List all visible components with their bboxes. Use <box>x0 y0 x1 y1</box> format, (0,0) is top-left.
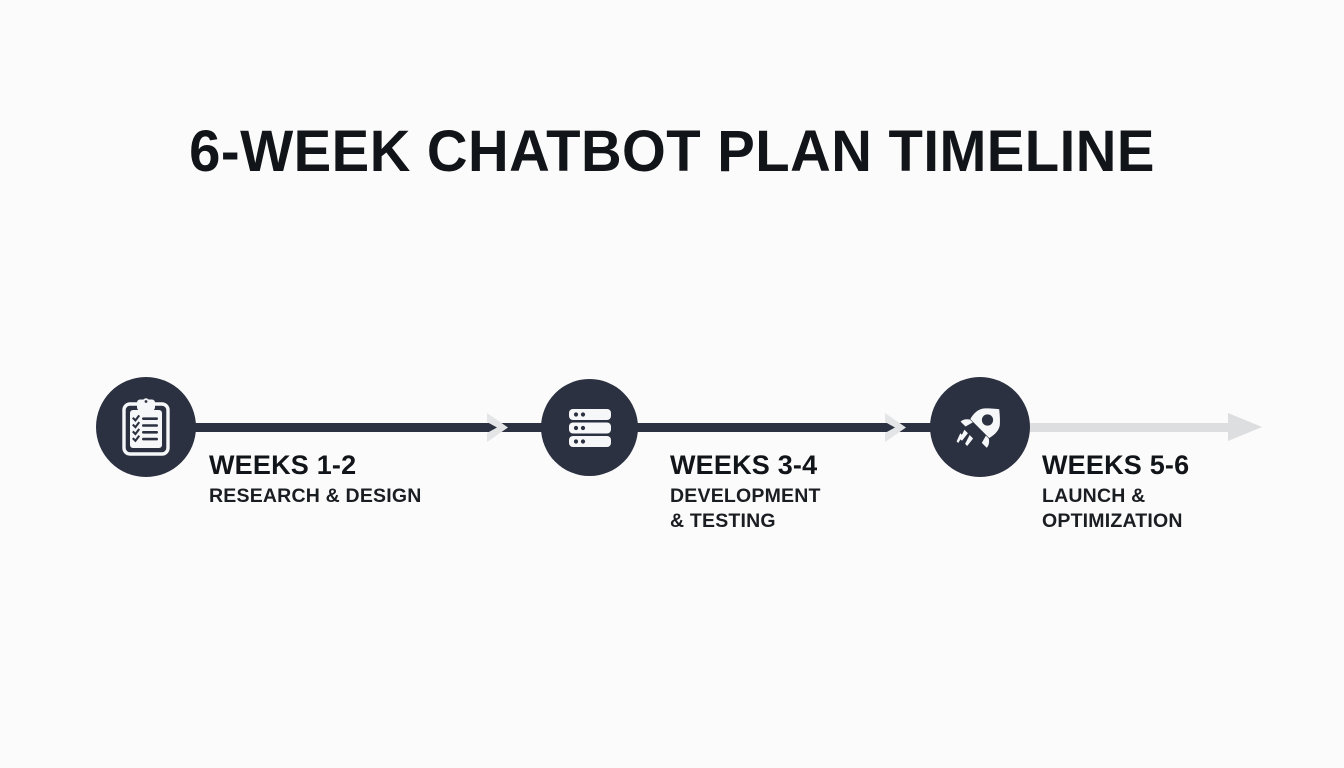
server-stack-icon <box>568 408 611 447</box>
milestone-subtitle: LAUNCH & OPTIMIZATION <box>1042 485 1183 532</box>
milestone-node-weeks-3-4[interactable] <box>541 379 638 476</box>
connector-chevron-2 <box>885 413 906 442</box>
milestone-label-weeks-5-6: WEEKS 5-6 LAUNCH & OPTIMIZATION <box>1042 450 1189 534</box>
milestone-heading: WEEKS 1-2 <box>209 450 357 480</box>
connector-segment-2 <box>630 423 982 432</box>
rocket-icon <box>956 408 1000 448</box>
milestone-subtitle: RESEARCH & DESIGN <box>209 485 422 507</box>
connector-chevron-1 <box>487 413 508 442</box>
connector-arrowhead-end <box>1228 413 1262 441</box>
milestone-heading: WEEKS 3-4 <box>670 450 818 480</box>
milestone-node-weeks-1-2[interactable] <box>96 377 196 477</box>
clipboard-checklist-icon <box>122 398 170 456</box>
milestone-label-weeks-3-4: WEEKS 3-4 DEVELOPMENT & TESTING <box>670 450 821 534</box>
page-title: 6-WEEK CHATBOT PLAN TIMELINE <box>189 119 1155 184</box>
milestone-heading: WEEKS 5-6 <box>1042 450 1190 480</box>
milestone-subtitle: DEVELOPMENT & TESTING <box>670 485 821 532</box>
connector-segment-3 <box>1020 423 1238 432</box>
milestone-label-weeks-1-2: WEEKS 1-2 RESEARCH & DESIGN <box>209 450 422 509</box>
connector-segment-1 <box>186 423 548 432</box>
milestone-node-weeks-5-6[interactable] <box>930 377 1030 477</box>
